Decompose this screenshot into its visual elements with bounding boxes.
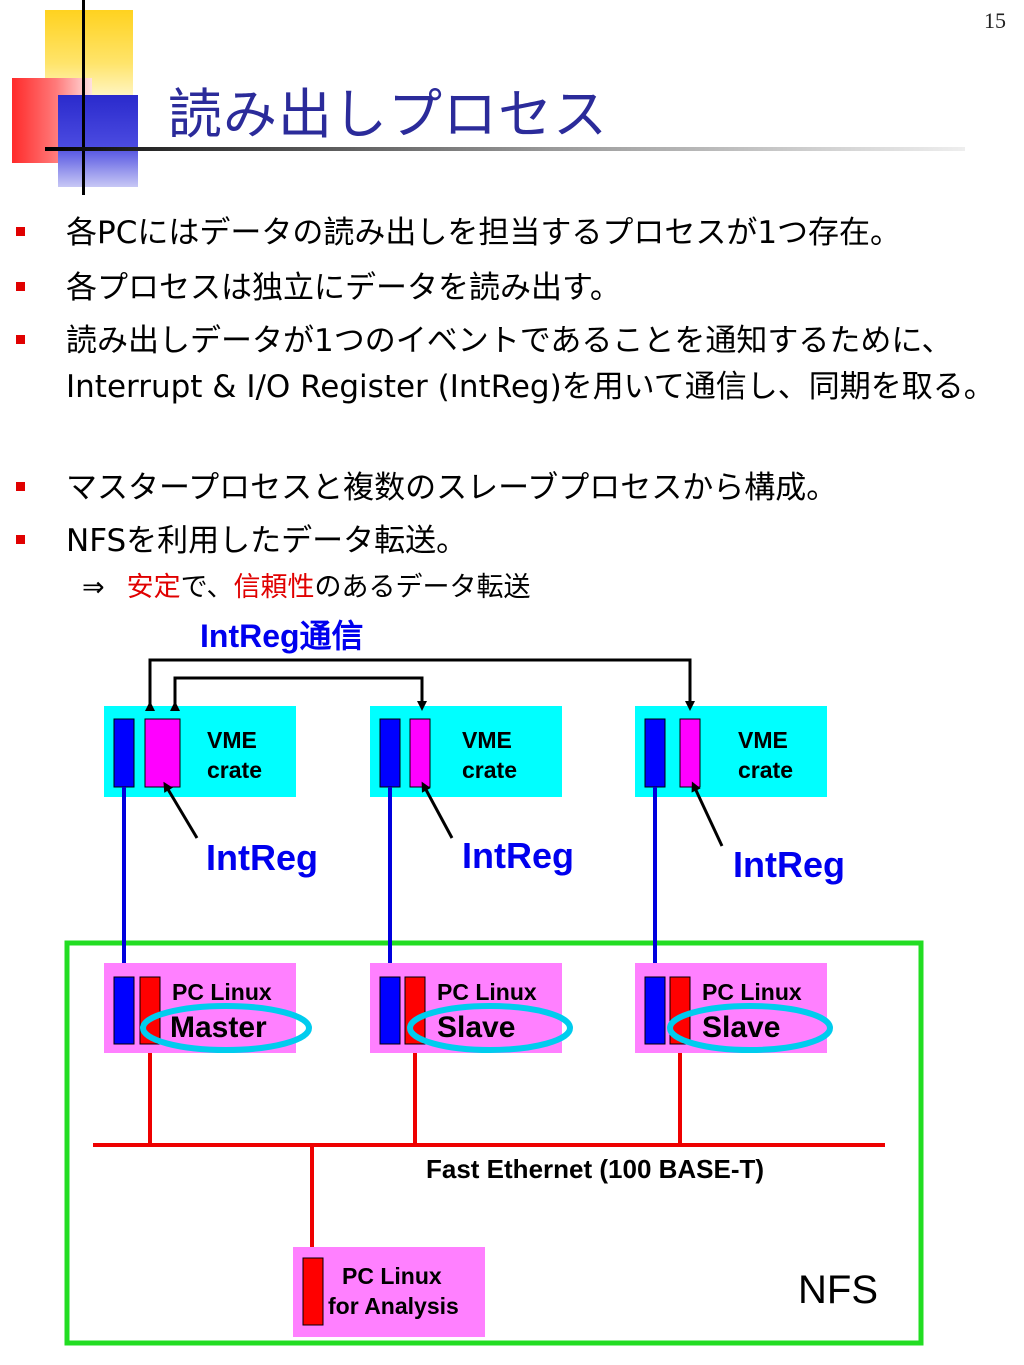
bullet-text: 各プロセスは独立にデータを読み出す。 (66, 270, 621, 306)
blue-module (379, 718, 401, 788)
bullet-text: マスタープロセスと複数のスレーブプロセスから構成。 (66, 470, 838, 506)
vme-crate-box (635, 706, 827, 797)
blue-module (379, 976, 401, 1045)
blue-module (644, 718, 666, 788)
role-highlight-ellipse (407, 1003, 573, 1053)
intreg-comm-arrows (145, 658, 695, 711)
ethernet-network (93, 1043, 885, 1262)
vme-crate-box (370, 706, 562, 797)
nfs-boundary (64, 940, 924, 1346)
intreg-pointer-1 (163, 781, 199, 839)
vme-pc-links (122, 787, 657, 978)
intreg-pointer-2 (421, 781, 454, 839)
slave-label: Slave (702, 1011, 780, 1044)
bullet-marker (16, 335, 25, 344)
system-diagram: IntReg通信 VME crate VME crate VME crate I… (64, 618, 924, 1346)
intreg-pointer-arrows (163, 781, 724, 847)
pc-label: PC Linux (702, 979, 802, 1005)
bullet-marker (16, 482, 25, 491)
network-card (302, 1257, 324, 1326)
bullet-text: NFSを利用したデータ転送。 (66, 523, 468, 559)
pc-label: PC Linux (437, 979, 537, 1005)
implies-arrow: ⇒ (82, 572, 105, 603)
sub-bullet: ⇒ 安定で、信頼性のあるデータ転送 (82, 565, 531, 604)
vme-label-line2: crate (738, 757, 793, 783)
decor-vertical-line (82, 0, 85, 195)
pc-box (293, 1247, 485, 1337)
vme-crate-1: VME crate (104, 706, 296, 797)
vme-label-line2: crate (462, 757, 517, 783)
role-highlight-ellipse (667, 1003, 833, 1053)
vme-crate-3: VME crate (635, 706, 827, 797)
vme-crate-2: VME crate (370, 706, 562, 797)
ethernet-label: Fast Ethernet (100 BASE-T) (426, 1154, 764, 1184)
analysis-label-line2: for Analysis (328, 1293, 459, 1319)
title-underline (45, 147, 965, 151)
sub-bullet-text: で、 (180, 572, 234, 603)
decor-blue-square (58, 95, 138, 187)
pc-slave-2: PC Linux Slave (635, 963, 833, 1053)
bullet-marker (16, 282, 25, 291)
intreg-module (144, 718, 181, 788)
slide-number: 15 (984, 8, 1006, 33)
slide-title: 読み出しプロセス (168, 83, 608, 146)
bullet-text: 読み出しデータが1つのイベントであることを通知するために、Interrupt &… (66, 323, 995, 405)
blue-module (113, 718, 135, 788)
master-label: Master (170, 1011, 267, 1044)
slave-label: Slave (437, 1011, 515, 1044)
vme-crate-box (104, 706, 296, 797)
vme-label-line1: VME (207, 727, 257, 753)
vme-label-line1: VME (738, 727, 788, 753)
vme-label-line2: crate (207, 757, 262, 783)
sub-bullet-highlight-stable: 安定 (126, 572, 181, 603)
pc-slave-1: PC Linux Slave (370, 963, 573, 1053)
intreg-label-1: IntReg (206, 837, 318, 878)
role-highlight-ellipse (140, 1003, 312, 1053)
intreg-comm-label: IntReg通信 (200, 618, 364, 654)
bullet-text: 各PCにはデータの読み出しを担当するプロセスが1つ存在。 (66, 215, 902, 251)
intreg-label-2: IntReg (462, 835, 574, 876)
blue-module (644, 976, 666, 1045)
bullet-marker (16, 227, 25, 236)
bullet-marker (16, 535, 25, 544)
comm-line-master-slave1 (170, 676, 427, 711)
intreg-module (679, 718, 701, 788)
analysis-label-line1: PC Linux (342, 1263, 442, 1289)
intreg-label-3: IntReg (733, 844, 845, 885)
intreg-pointer-3 (691, 781, 724, 847)
sub-bullet-text: のあるデータ転送 (314, 572, 531, 603)
pc-analysis: PC Linux for Analysis (293, 1247, 485, 1337)
blue-module (113, 976, 135, 1045)
nfs-label: NFS (798, 1268, 878, 1312)
vme-label-line1: VME (462, 727, 512, 753)
pc-label: PC Linux (172, 979, 272, 1005)
comm-line-master-slave2 (145, 658, 695, 711)
intreg-module (409, 718, 431, 788)
pc-master: PC Linux Master (104, 963, 312, 1053)
sub-bullet-highlight-reliability: 信頼性 (233, 572, 315, 603)
